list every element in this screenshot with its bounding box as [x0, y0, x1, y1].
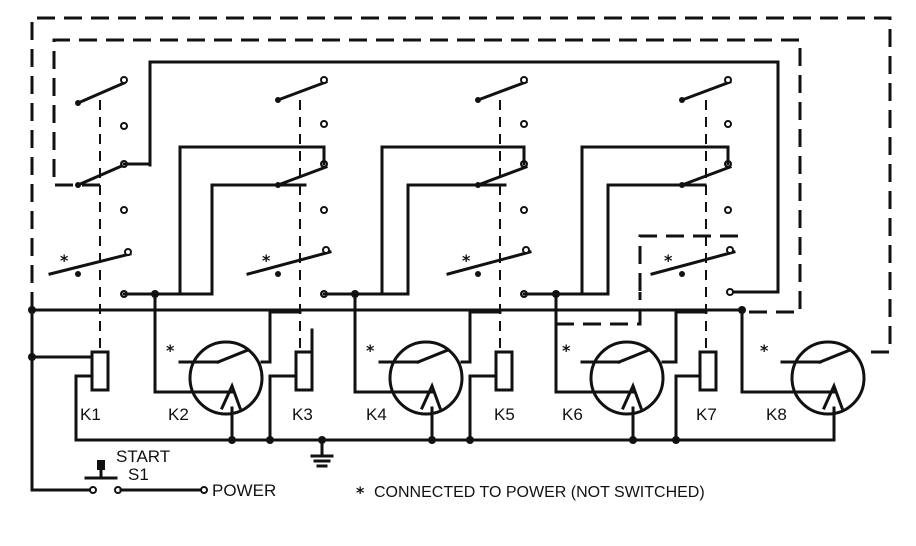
k7-contact-stack: [580, 76, 738, 355]
k2-label: K2: [168, 405, 189, 424]
k8-label: K8: [766, 405, 787, 424]
k8-round-relay: [740, 340, 866, 442]
s1-label: S1: [128, 465, 149, 484]
outer-dashed-loop: [30, 16, 892, 354]
marker-k6: *: [562, 341, 571, 360]
k4-round-relay: [353, 292, 502, 442]
k5-contact-stack: [380, 76, 707, 355]
power-terminal: [200, 486, 208, 494]
k4-label: K4: [366, 405, 387, 424]
footnote-text: CONNECTED TO POWER (NOT SWITCHED): [374, 484, 705, 501]
marker-k1-stack: *: [60, 251, 69, 270]
marker-k8: *: [760, 341, 769, 360]
k2-round-relay: [153, 292, 302, 442]
marker-k5-stack: *: [462, 251, 471, 270]
k1-label: K1: [80, 405, 101, 424]
power-bus: [30, 308, 744, 354]
ground-symbol: [310, 438, 334, 468]
marker-k4: *: [366, 341, 375, 360]
footnote-marker: *: [356, 483, 365, 502]
top-wire-loop: [148, 60, 780, 294]
k3-contact-stack: [178, 76, 507, 355]
left-supply: [30, 308, 92, 492]
marker-k7-stack: *: [664, 251, 673, 270]
start-switch-s1[interactable]: [84, 460, 202, 494]
k7-coil: [674, 350, 718, 442]
start-label: START: [116, 447, 170, 466]
k6-label: K6: [562, 405, 583, 424]
marker-k3-stack: *: [262, 251, 271, 270]
k5-label: K5: [494, 405, 515, 424]
k5-coil: [468, 350, 514, 442]
k3-coil: [268, 328, 314, 442]
k7-label: K7: [696, 405, 717, 424]
marker-k2: *: [166, 341, 175, 360]
k1-contact-stack: [48, 76, 307, 355]
middle-dashed-loop: [52, 38, 802, 314]
k1-coil: [74, 350, 110, 442]
k3-label: K3: [292, 405, 313, 424]
power-label: POWER: [212, 481, 276, 500]
k6-round-relay: [554, 292, 708, 442]
